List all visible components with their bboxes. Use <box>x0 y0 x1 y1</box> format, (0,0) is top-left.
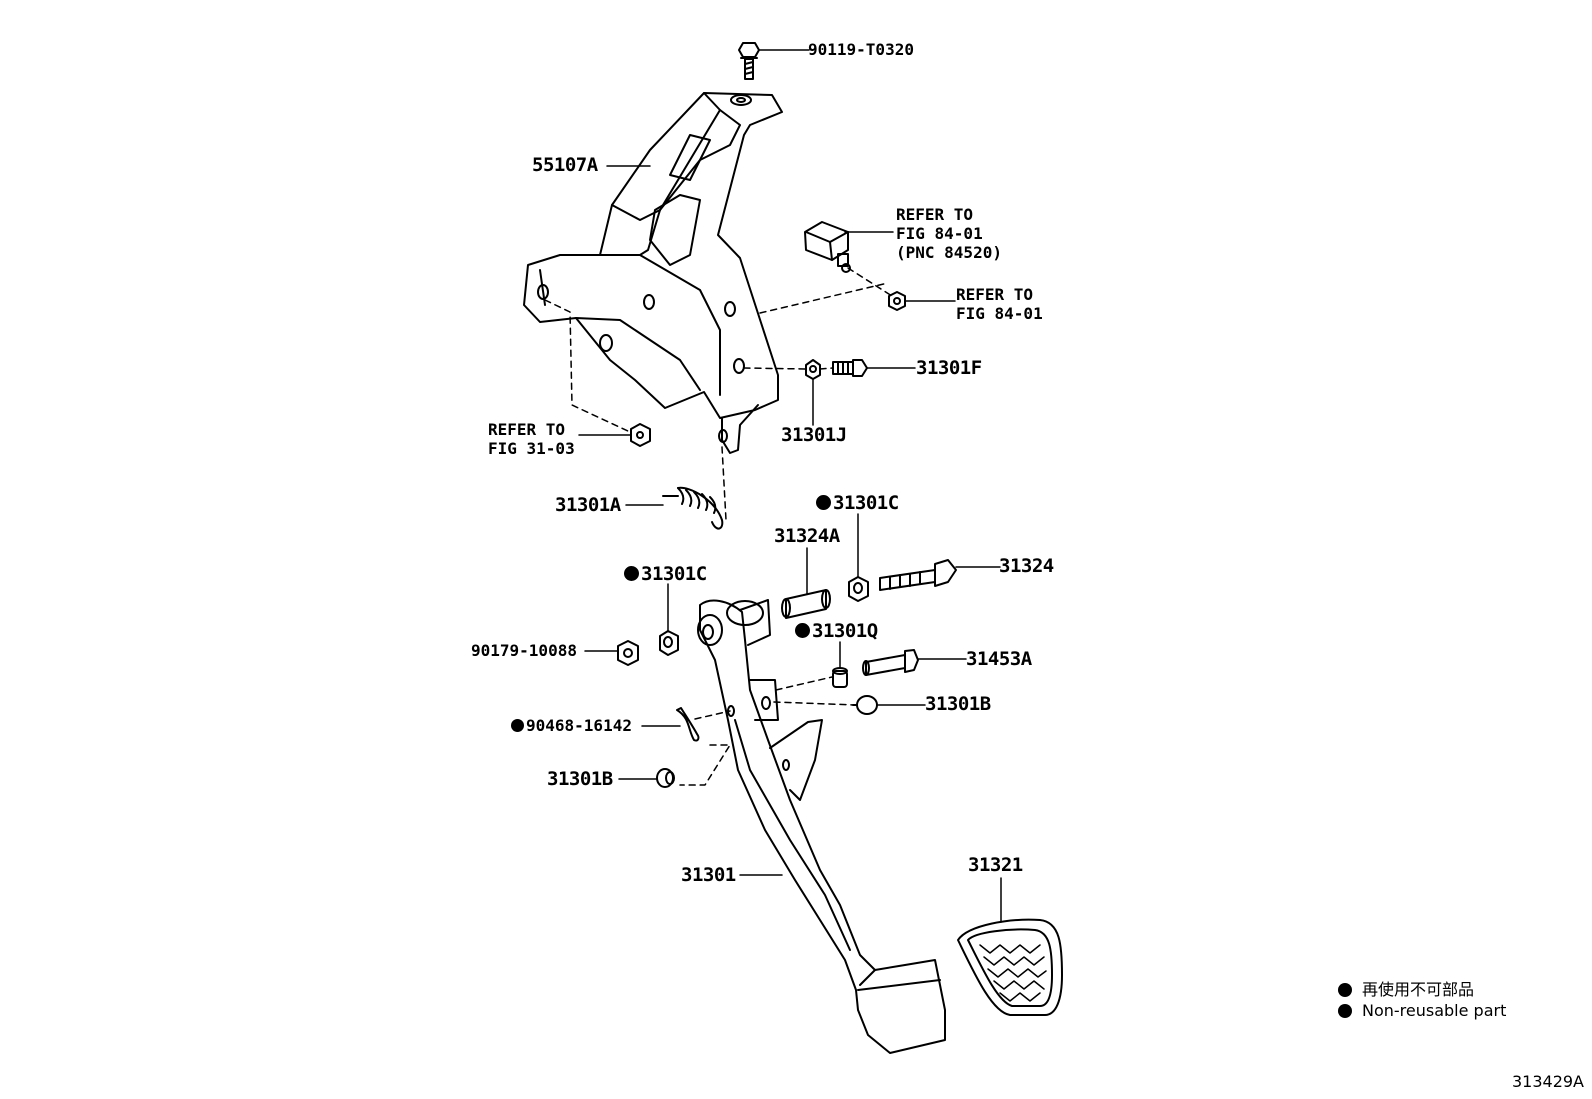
return-spring-icon <box>662 486 724 530</box>
label-31301b-right[interactable]: 31301B <box>925 693 991 715</box>
clip-31301b-left-icon <box>656 768 675 788</box>
label-31301c-top[interactable]: 31301C <box>816 494 899 513</box>
cotter-pin-90468-icon <box>676 707 700 742</box>
bushing-31301q-icon <box>832 667 848 688</box>
label-31324[interactable]: 31324 <box>999 555 1054 577</box>
label-31301[interactable]: 31301 <box>681 864 736 886</box>
nut-90179-icon <box>617 640 639 666</box>
legend-dot-icon <box>1338 983 1352 997</box>
figure-id: 313429A <box>1511 1072 1584 1091</box>
leader-lines <box>578 49 1002 923</box>
label-31301q[interactable]: 31301Q <box>795 622 878 641</box>
label-31321[interactable]: 31321 <box>968 854 1023 876</box>
pedal-arm-icon <box>697 599 946 1054</box>
label-31301c-left[interactable]: 31301C <box>624 565 707 584</box>
pin-31453a-icon <box>862 649 919 676</box>
legend-dot-icon <box>1338 1004 1352 1018</box>
nut-31301c-left-icon <box>659 630 679 656</box>
switch-nut-icon <box>888 291 906 311</box>
label-90179-10088[interactable]: 90179-10088 <box>471 641 577 660</box>
label-31301j[interactable]: 31301J <box>781 424 847 446</box>
assembly-dashed-lines <box>544 267 893 786</box>
label-55107a[interactable]: 55107A <box>532 154 598 176</box>
bolt-90119-icon <box>738 42 760 80</box>
non-reusable-dot-icon <box>511 719 524 732</box>
label-31301a[interactable]: 31301A <box>555 494 621 516</box>
nut-31301c-top-icon <box>848 576 869 602</box>
non-reusable-dot-icon <box>624 566 639 581</box>
label-31324a[interactable]: 31324A <box>774 525 840 547</box>
label-refer-fig-84-01[interactable]: REFER TO FIG 84-01 <box>956 285 1043 323</box>
label-90119-t0320[interactable]: 90119-T0320 <box>808 40 914 59</box>
stop-lamp-switch-icon <box>804 221 851 273</box>
collar-31324a-icon <box>781 589 831 619</box>
label-refer-fig-31-03[interactable]: REFER TO FIG 31-03 <box>488 420 575 458</box>
label-31453a[interactable]: 31453A <box>966 648 1032 670</box>
label-31301f[interactable]: 31301F <box>916 357 982 379</box>
nut-31301j-icon <box>805 359 821 380</box>
legend-en: Non-reusable part <box>1338 1001 1506 1020</box>
pedal-pad-icon <box>957 918 1063 1016</box>
bolt-31324-icon <box>879 559 957 591</box>
non-reusable-dot-icon <box>795 623 810 638</box>
bolt-31301f-icon <box>832 359 868 377</box>
pedal-bracket-icon <box>523 92 783 454</box>
nut-ref-31-03-icon <box>630 423 651 447</box>
label-31301b-left[interactable]: 31301B <box>547 768 613 790</box>
label-refer-fig-84-01-pnc[interactable]: REFER TO FIG 84-01 (PNC 84520) <box>896 205 1002 262</box>
label-90468-16142[interactable]: 90468-16142 <box>511 718 632 734</box>
legend-jp: 再使用不可部品 <box>1338 976 1474 1000</box>
non-reusable-dot-icon <box>816 495 831 510</box>
